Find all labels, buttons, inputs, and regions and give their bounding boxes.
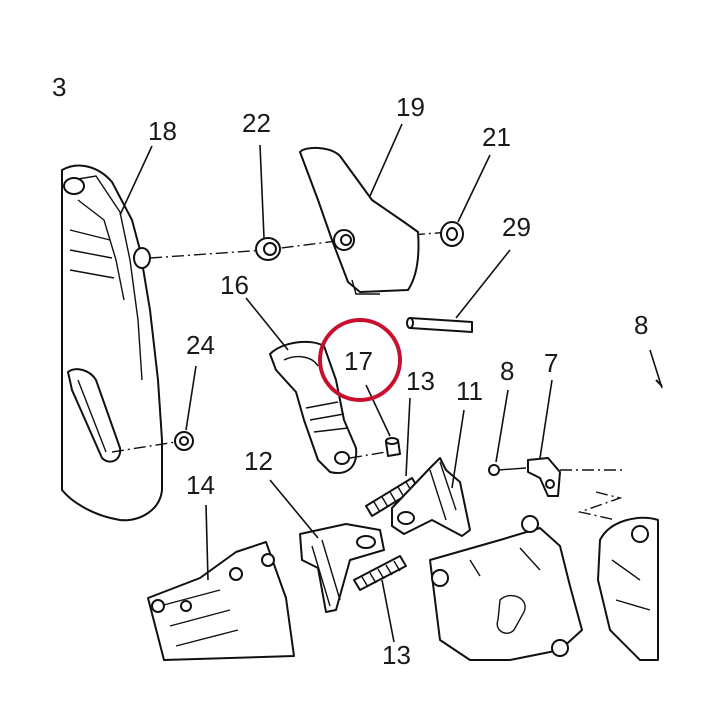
label-7: 7 xyxy=(544,348,558,378)
part-18-bracket xyxy=(61,164,163,522)
part-14-housing xyxy=(147,541,295,661)
label-29: 29 xyxy=(502,212,531,242)
axis-line-17 xyxy=(349,451,387,459)
housing-right-partial xyxy=(597,516,659,661)
part-29-pin xyxy=(406,317,473,333)
part-22-washer xyxy=(255,237,281,261)
label-22: 22 xyxy=(242,108,271,138)
highlight-ring xyxy=(318,318,402,402)
label-8-right: 8 xyxy=(634,310,648,340)
label-16: 16 xyxy=(220,270,249,300)
label-19: 19 xyxy=(396,92,425,122)
label-12: 12 xyxy=(244,446,273,476)
part-13-spring-lower xyxy=(353,555,407,591)
label-18: 18 xyxy=(148,116,177,146)
label-24: 24 xyxy=(186,330,215,360)
label-13-upper: 13 xyxy=(406,366,435,396)
part-16-arm xyxy=(269,340,358,474)
part-17-pin xyxy=(385,437,401,457)
part-24-washer xyxy=(174,431,194,451)
label-13-lower: 13 xyxy=(382,640,411,670)
part-8-screw xyxy=(488,464,527,476)
axis-line-lower xyxy=(111,440,183,453)
label-3: 3 xyxy=(52,72,66,102)
leader-lines xyxy=(119,123,663,643)
part-7-clip xyxy=(527,457,561,497)
label-14: 14 xyxy=(186,470,215,500)
part-11-bracket xyxy=(391,457,471,537)
part-21-nut xyxy=(440,221,464,247)
label-17: 17 xyxy=(344,346,373,376)
housing-block xyxy=(429,515,583,661)
axis-line-7 xyxy=(560,469,626,521)
part-12-bracket xyxy=(299,523,385,613)
label-21: 21 xyxy=(482,122,511,152)
label-8-screw: 8 xyxy=(500,356,514,386)
part-19-cover xyxy=(299,146,420,295)
label-11: 11 xyxy=(456,376,483,406)
